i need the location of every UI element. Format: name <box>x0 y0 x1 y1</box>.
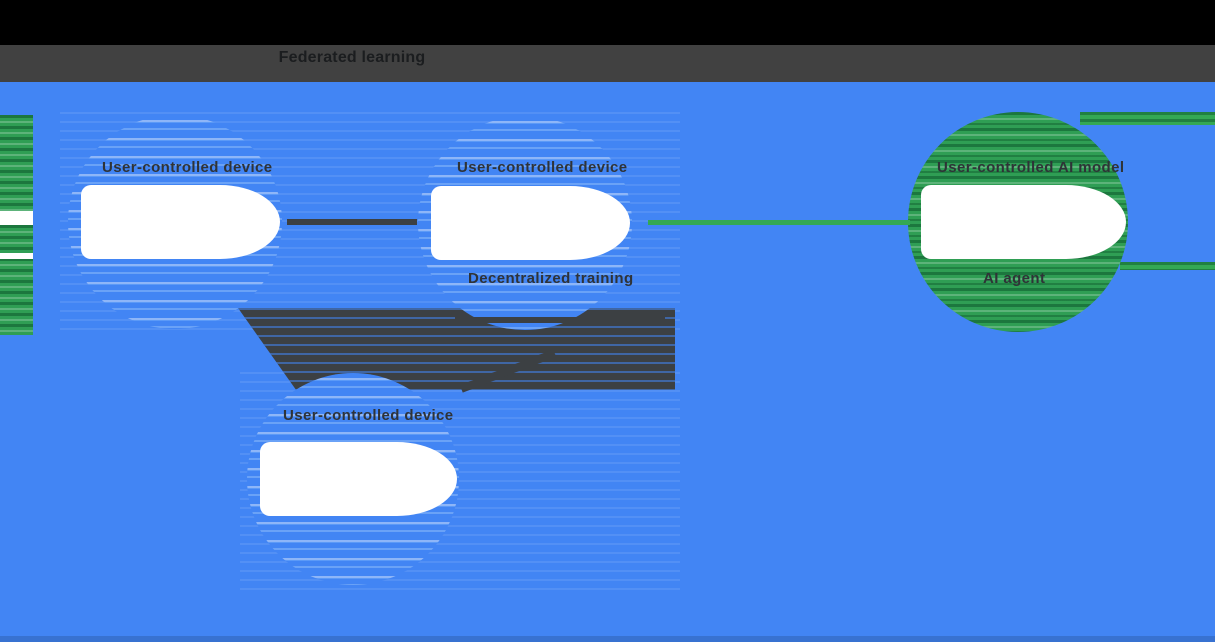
connector-a-c-segment <box>455 317 665 323</box>
node-device-a <box>418 116 632 330</box>
node-white-band <box>921 185 1126 259</box>
node-white-band <box>81 185 280 259</box>
annotation-below-ai: AI agent <box>983 270 1046 287</box>
node-white-band <box>260 442 457 516</box>
node-white-band <box>431 186 630 260</box>
footer-strip <box>0 636 1215 642</box>
header-black-bar <box>0 0 1215 45</box>
edge-green-node-fragment <box>0 115 33 335</box>
ai-glitch-streak <box>1080 112 1215 125</box>
diagram-title: Federated learning <box>278 49 426 66</box>
node-device-c <box>247 373 459 585</box>
node-label-a: User-controlled device <box>457 159 628 176</box>
edge-white-band <box>0 253 33 259</box>
header-gray-bar <box>0 45 1215 82</box>
edge-white-band <box>0 211 33 225</box>
connector-a-ai <box>648 220 910 225</box>
node-label-c: User-controlled device <box>283 407 454 424</box>
node-label-b: User-controlled device <box>102 159 273 176</box>
connector-b-a <box>287 219 417 225</box>
node-device-b <box>68 115 282 329</box>
ai-glitch-streak <box>1120 262 1215 270</box>
annotation-below-a: Decentralized training <box>468 270 634 287</box>
node-ai-model <box>908 112 1128 332</box>
node-label-ai: User-controlled AI model <box>937 159 1125 176</box>
